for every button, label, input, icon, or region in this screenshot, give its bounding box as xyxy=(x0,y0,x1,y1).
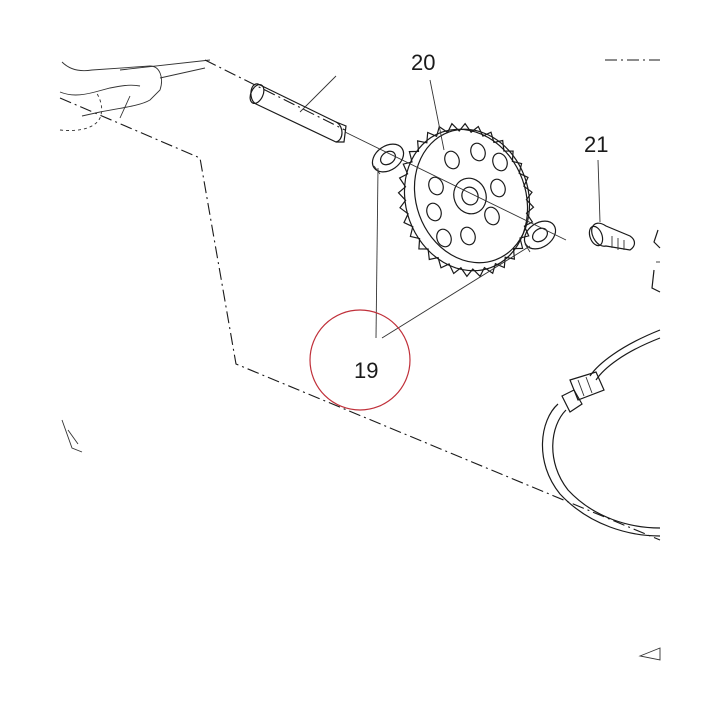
leader-20 xyxy=(429,79,445,151)
bolt xyxy=(588,222,636,251)
washer-upper xyxy=(371,143,405,175)
gear-hub xyxy=(453,177,487,215)
frame-fragment-lower-right xyxy=(638,647,661,661)
cable-connector xyxy=(541,329,661,537)
leader-21 xyxy=(597,159,601,223)
leader-19-lower xyxy=(381,245,531,339)
part-label-21: 21 xyxy=(584,132,608,157)
part-label-20: 20 xyxy=(411,50,435,75)
shaft-pin xyxy=(249,75,347,143)
frame-fragment-lower-left xyxy=(61,419,83,453)
bracket-fragment xyxy=(651,229,661,293)
center-lines xyxy=(59,59,661,541)
gear-sprocket xyxy=(397,122,535,278)
assembly-axis xyxy=(344,131,567,241)
frame-housing-outline xyxy=(59,59,211,131)
highlight-circle xyxy=(309,309,411,411)
gear-holes xyxy=(426,142,508,248)
part-label-19: 19 xyxy=(354,358,378,383)
leader-lines xyxy=(375,79,601,339)
leader-19-upper xyxy=(375,167,379,339)
